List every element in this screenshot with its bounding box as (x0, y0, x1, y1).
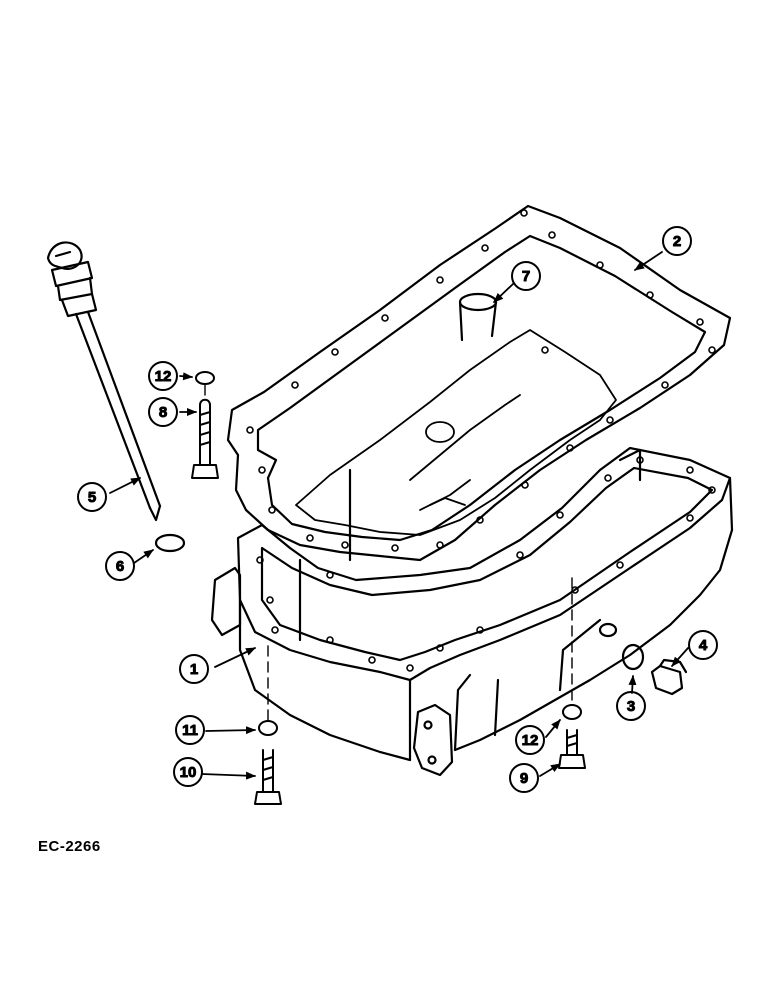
callout-10-label: 10 (180, 764, 197, 781)
gasket (226, 204, 732, 562)
oil-pan (210, 446, 734, 777)
callout-10: 10 (173, 757, 203, 787)
callout-2: 2 (662, 226, 692, 256)
washer-right-lower (562, 704, 582, 720)
callout-5-label: 5 (88, 489, 96, 506)
drain-plug (650, 658, 688, 696)
callout-4-label: 4 (699, 637, 708, 654)
callout-3: 3 (616, 691, 646, 721)
callout-12-lower: 12 (515, 725, 545, 755)
bolt-right-lower (558, 729, 586, 769)
callout-6: 6 (105, 551, 135, 581)
bolt-long (191, 398, 219, 479)
callout-7: 7 (511, 261, 541, 291)
callout-6-label: 6 (116, 558, 124, 575)
washer-upper (195, 371, 215, 385)
dipstick-tube (458, 292, 498, 342)
pan-interior (295, 329, 617, 536)
o-ring (154, 533, 186, 553)
callout-7-label: 7 (522, 268, 530, 285)
callout-5: 5 (77, 482, 107, 512)
callout-12-upper-label: 12 (155, 368, 172, 385)
callout-3-label: 3 (627, 698, 635, 715)
callout-12-upper: 12 (148, 361, 178, 391)
callout-8-label: 8 (159, 404, 167, 421)
leader-lines (109, 251, 689, 780)
callout-12-lower-label: 12 (522, 732, 539, 749)
drain-washer (621, 643, 645, 671)
callout-1-label: 1 (190, 661, 198, 678)
callout-9-label: 9 (520, 770, 528, 787)
callout-11-label: 11 (182, 722, 198, 739)
callout-11: 11 (175, 715, 205, 745)
dipstick (46, 241, 162, 522)
callout-1: 1 (179, 654, 209, 684)
callout-9: 9 (509, 763, 539, 793)
alignment-lines (204, 384, 573, 721)
washer-left-lower (258, 720, 278, 736)
callout-4: 4 (688, 630, 718, 660)
bolt-left-lower (254, 749, 282, 805)
figure-code: EC-2266 (38, 838, 101, 855)
callout-8: 8 (148, 397, 178, 427)
callout-2-label: 2 (673, 233, 681, 250)
